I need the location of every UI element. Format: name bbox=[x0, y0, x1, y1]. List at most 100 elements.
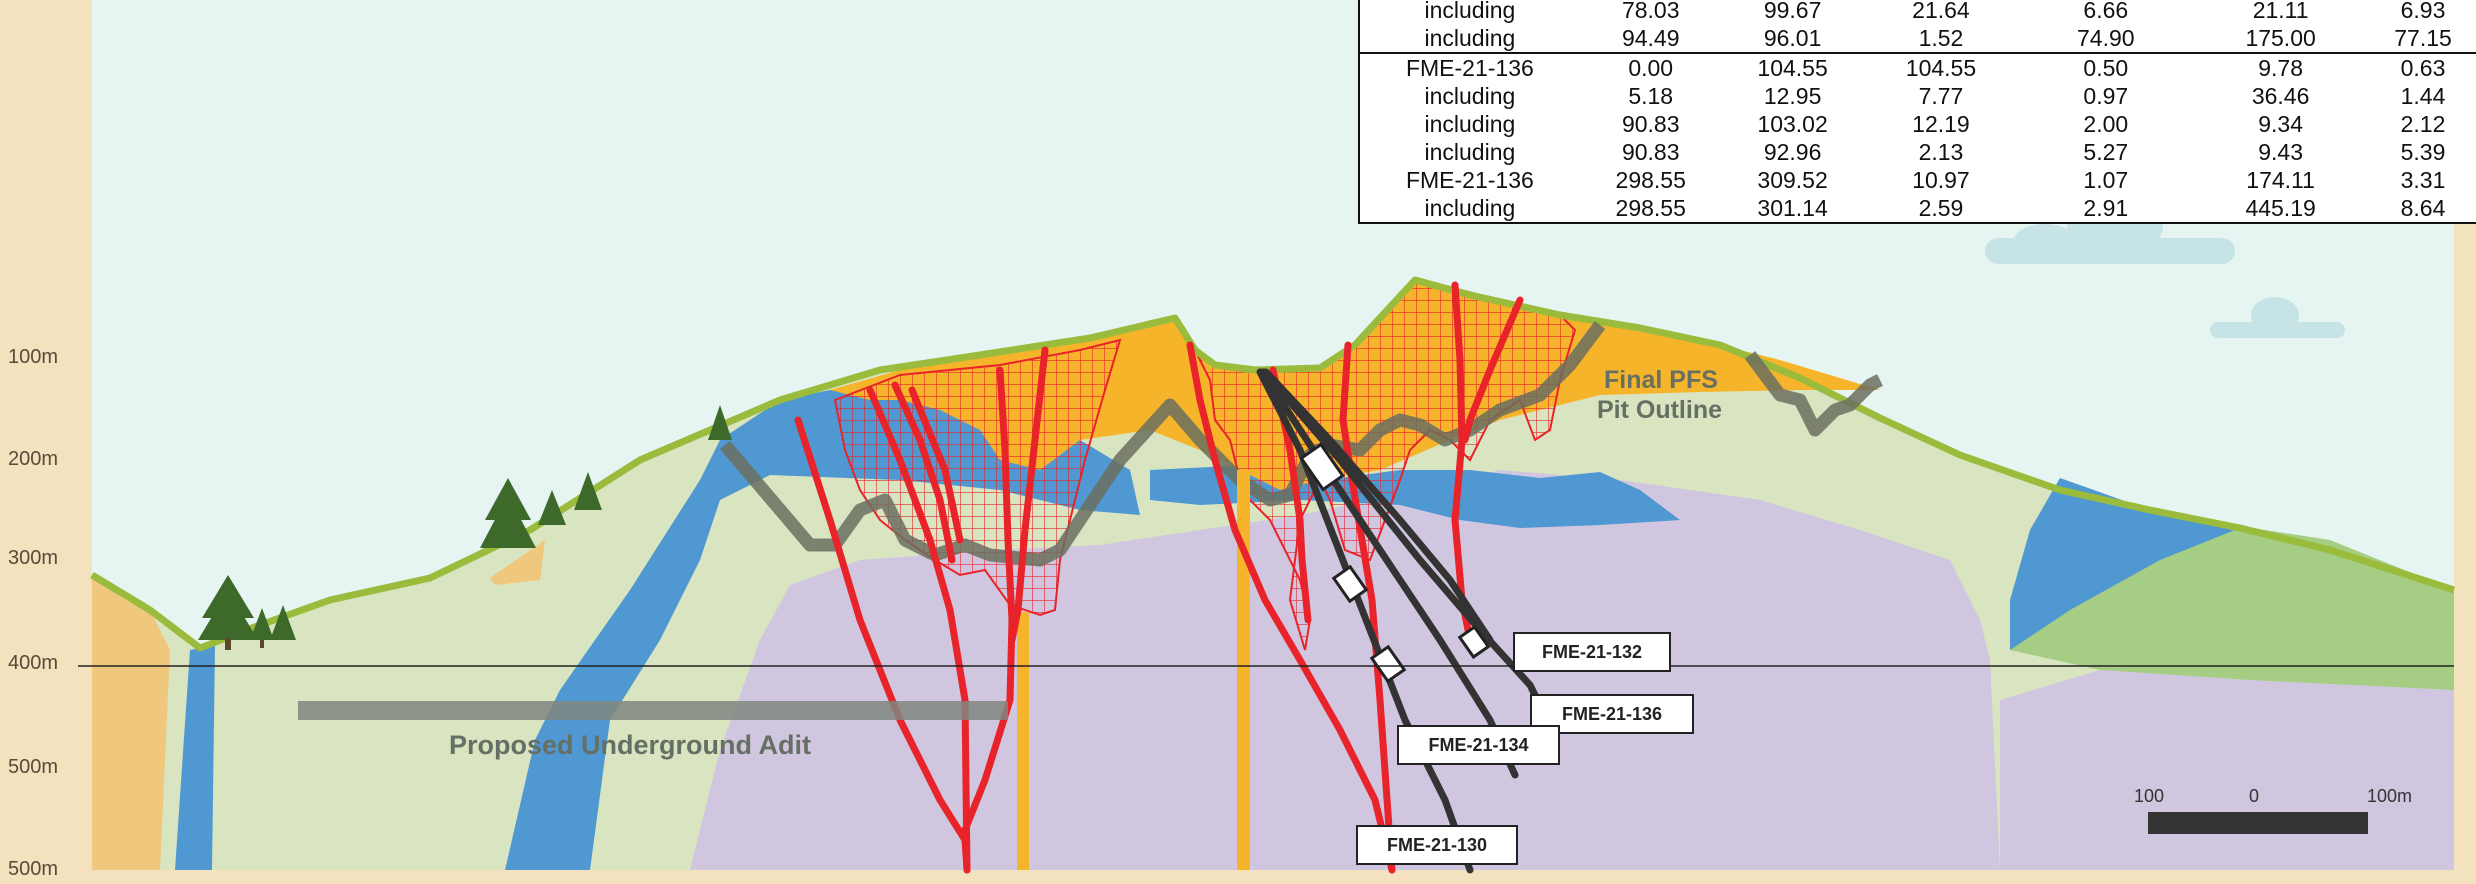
table-cell-width: 12.19 bbox=[1912, 111, 1970, 137]
table-cell-hole: including bbox=[1424, 139, 1516, 165]
table-cell-hole: FME-21-136 bbox=[1359, 52, 1580, 82]
pine-tree-icon bbox=[270, 605, 296, 640]
elevation-label: 500m bbox=[8, 756, 59, 778]
table-cell-width: 104.55 bbox=[1863, 52, 2019, 82]
table-cell-v3: 5.39 bbox=[2400, 139, 2446, 165]
pine-tree-icon bbox=[250, 608, 274, 648]
pine-tree-icon bbox=[480, 478, 536, 548]
table-cell-from: 298.55 bbox=[1615, 167, 1686, 193]
vein bbox=[961, 366, 1016, 834]
pit-outline-label: Pit Outline bbox=[1597, 396, 1722, 424]
table-cell-v2: 175.00 bbox=[2245, 25, 2316, 51]
table-cell-hole: including bbox=[1424, 83, 1516, 109]
table-cell-v2: 36.46 bbox=[2251, 83, 2310, 109]
vein bbox=[866, 386, 971, 874]
vein bbox=[891, 381, 956, 564]
scale-label: 100m bbox=[2367, 786, 2413, 806]
adit-bar bbox=[298, 701, 1008, 720]
table-cell-v1: 1.07 bbox=[2083, 167, 2129, 193]
elevation-label: 400m bbox=[8, 652, 59, 674]
blue-zone bbox=[175, 645, 215, 870]
table-cell-v1: 6.66 bbox=[2083, 0, 2129, 23]
table-cell-from: 78.03 bbox=[1621, 0, 1680, 23]
table-cell-v1: 5.27 bbox=[2083, 139, 2129, 165]
table-cell-width: 1.52 bbox=[1918, 25, 1964, 51]
table-cell-v2: 445.19 bbox=[2245, 195, 2316, 221]
pine-tree-icon bbox=[708, 405, 732, 440]
table-cell-v1: 2.91 bbox=[2083, 195, 2129, 221]
pit-outline-label: Final PFS bbox=[1604, 366, 1718, 394]
table-cell-to: 104.55 bbox=[1721, 52, 1864, 82]
intercept-marker bbox=[1457, 624, 1491, 660]
pine-tree-icon bbox=[574, 472, 602, 510]
blue-zone bbox=[505, 380, 1140, 870]
vein bbox=[908, 386, 964, 544]
drill-hole-label: FME-21-130 bbox=[1356, 825, 1518, 865]
table-cell-hole: including bbox=[1424, 25, 1516, 51]
table-cell-v3: 77.15 bbox=[2394, 25, 2452, 51]
table-row: including 94.49 96.01 1.52 74.90 175.00 77.15 bbox=[1359, 24, 2476, 53]
table-cell-v3: 6.93 bbox=[2400, 0, 2446, 23]
elevation-label: 200m bbox=[8, 448, 59, 470]
elevation-label: 100m bbox=[8, 346, 59, 368]
dike bbox=[1237, 470, 1250, 870]
scale-label: 100 bbox=[2134, 786, 2165, 806]
table-cell-v3: 2.12 bbox=[2400, 111, 2446, 137]
drill-trace-fme-21-136 bbox=[1260, 368, 1539, 699]
table-cell-width: 2.59 bbox=[1918, 195, 1964, 221]
purple-zone bbox=[2000, 670, 2454, 870]
table-cell-from: 90.83 bbox=[1621, 139, 1680, 165]
vein bbox=[1339, 341, 1396, 874]
table-cell-v2: 174.11 bbox=[2246, 167, 2315, 193]
table-cell-from: 298.55 bbox=[1615, 195, 1686, 221]
table-cell-v2: 9.43 bbox=[2258, 139, 2303, 165]
vein bbox=[1008, 346, 1049, 644]
elevation-label: 500m bbox=[8, 858, 59, 880]
table-cell-to: 96.01 bbox=[1763, 25, 1822, 51]
table-cell-width: 21.64 bbox=[1912, 0, 1970, 23]
vein bbox=[1461, 296, 1524, 444]
topography-surface bbox=[90, 276, 2456, 652]
table-cell-from: 0.00 bbox=[1579, 52, 1722, 82]
intercept-marker bbox=[1299, 442, 1345, 492]
intercept-markers bbox=[1299, 442, 1491, 684]
table-cell-v2: 21.11 bbox=[2252, 0, 2309, 23]
table-cell-to: 309.52 bbox=[1757, 167, 1828, 193]
table-cell-v1: 0.97 bbox=[2083, 83, 2129, 109]
table-cell-to: 92.96 bbox=[1763, 139, 1822, 165]
drill-hole-label: FME-21-132 bbox=[1513, 632, 1671, 672]
table-cell-to: 12.95 bbox=[1763, 83, 1822, 109]
table-cell-v3: 1.44 bbox=[2400, 83, 2446, 109]
elevation-label: 300m bbox=[8, 547, 59, 569]
dike bbox=[1017, 612, 1029, 870]
table-cell-v3: 0.63 bbox=[2368, 52, 2476, 82]
table-cell-to: 99.67 bbox=[1763, 0, 1822, 23]
table-cell-from: 90.83 bbox=[1621, 111, 1680, 137]
table-cell-v1: 0.50 bbox=[2018, 52, 2194, 82]
tan-zone bbox=[92, 575, 170, 870]
table-cell-to: 103.02 bbox=[1757, 111, 1828, 137]
adit-label: Proposed Underground Adit bbox=[449, 730, 811, 760]
blue-zone bbox=[2010, 478, 2240, 650]
table-cell-width: 10.97 bbox=[1912, 167, 1970, 193]
table-cell-from: 94.49 bbox=[1621, 25, 1680, 51]
table-cell-v2: 9.78 bbox=[2193, 52, 2369, 82]
vein bbox=[1186, 341, 1396, 874]
table-cell-hole: including bbox=[1424, 111, 1516, 137]
drill-trace-fme-21-132 bbox=[1262, 368, 1494, 644]
table-cell-from: 5.18 bbox=[1628, 83, 1674, 109]
table-cell-v2: 9.34 bbox=[2258, 111, 2303, 137]
drill-hole-label: FME-21-134 bbox=[1397, 725, 1560, 765]
table-cell-v3: 3.31 bbox=[2400, 167, 2446, 193]
table-cell-v1: 74.90 bbox=[2077, 25, 2135, 51]
pit-outline bbox=[1744, 351, 1883, 437]
intercept-marker bbox=[1331, 564, 1369, 604]
table-cell-v3: 8.64 bbox=[2400, 195, 2446, 221]
